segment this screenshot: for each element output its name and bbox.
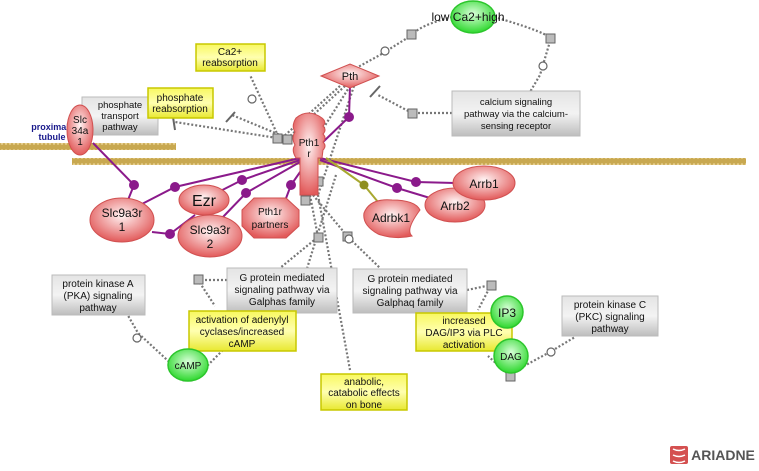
molecule-dag[interactable]: DAG — [493, 338, 529, 374]
svg-text:DAG: DAG — [500, 352, 522, 363]
binding-edges — [92, 85, 456, 239]
membrane-lower — [72, 158, 746, 165]
svg-text:Arrb2: Arrb2 — [440, 199, 470, 213]
svg-text:cAMP: cAMP — [175, 361, 202, 372]
molecule-ip3[interactable]: IP3 — [490, 295, 524, 329]
protein-ezr[interactable]: Ezr — [178, 184, 230, 216]
molecule-calcium[interactable]: low Ca2+high — [431, 0, 505, 34]
svg-text:Ezr: Ezr — [192, 193, 217, 210]
svg-text:IP3: IP3 — [498, 306, 516, 320]
svg-text:Ca2+reabsorption: Ca2+reabsorption — [202, 47, 258, 69]
svg-text:low Ca2+high: low Ca2+high — [431, 10, 504, 24]
svg-text:ARIADNE: ARIADNE — [691, 447, 755, 463]
svg-text:Adrbk1: Adrbk1 — [372, 211, 410, 225]
protein-pth[interactable]: Pth — [319, 63, 381, 89]
ariadne-logo: ARIADNE — [670, 446, 755, 464]
svg-text:Pth1r: Pth1r — [299, 138, 320, 160]
protein-adrbk1[interactable]: Adrbk1 — [363, 199, 421, 239]
activation-plus-icons — [132, 46, 556, 357]
ariadne-logo-icon — [670, 446, 688, 464]
molecule-camp[interactable]: cAMP — [167, 348, 209, 382]
inhibition-bar-icons — [172, 85, 381, 131]
svg-text:Pth: Pth — [342, 71, 359, 83]
process-ca-reabsorption[interactable]: Ca2+reabsorption — [195, 43, 266, 72]
svg-text:Arrb1: Arrb1 — [469, 177, 499, 191]
protein-arrb1[interactable]: Arrb1 — [452, 165, 516, 201]
